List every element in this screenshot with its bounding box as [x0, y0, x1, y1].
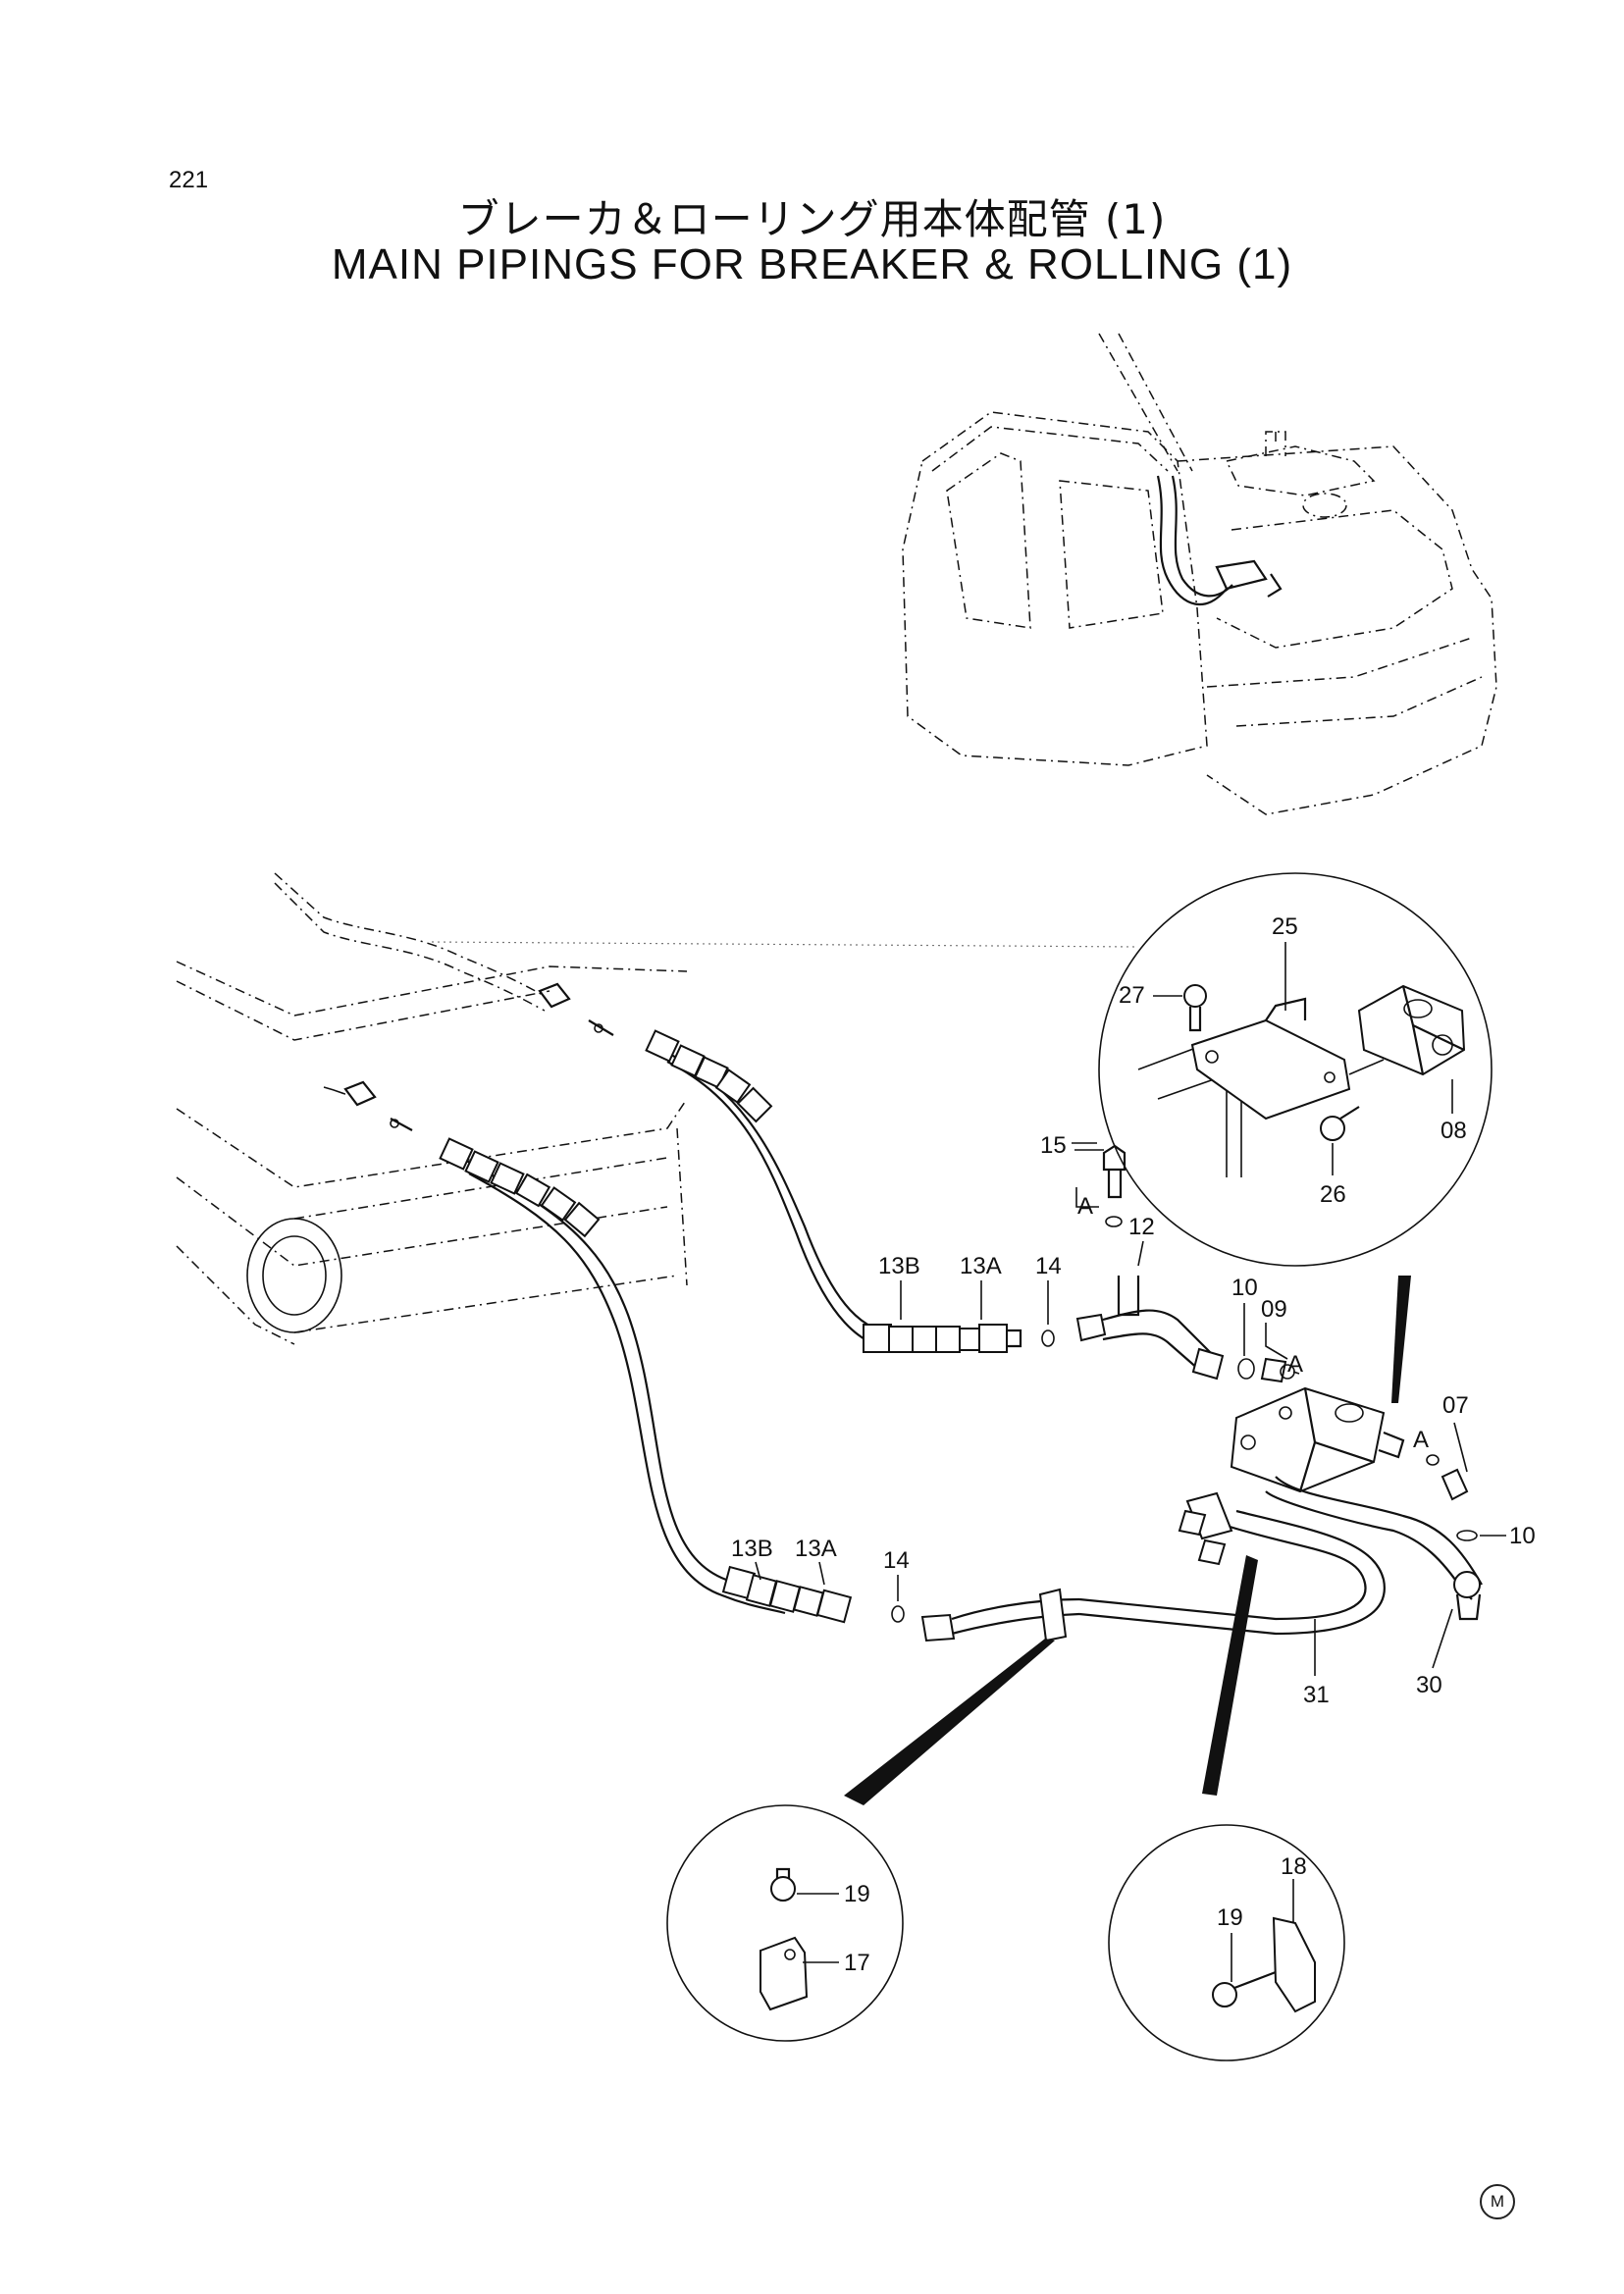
label-a-upper: A	[1077, 1193, 1093, 1220]
label-26: 26	[1320, 1181, 1346, 1208]
detail-circle-clamp-17	[666, 1804, 904, 2042]
corner-mark-icon: M	[1480, 2184, 1515, 2219]
label-18: 18	[1281, 1853, 1307, 1880]
label-a-middle: A	[1287, 1351, 1303, 1378]
upper-hose	[588, 1019, 1055, 1353]
page-title-japanese: ブレーカ＆ローリング用本体配管 (1)	[457, 195, 1167, 243]
detail-circle-bracket	[1098, 872, 1493, 1267]
pipe-12-assembly	[1074, 1144, 1300, 1383]
label-12: 12	[1128, 1214, 1155, 1240]
label-13b-upper: 13B	[878, 1253, 920, 1279]
label-13a-upper: 13A	[960, 1253, 1002, 1279]
label-15: 15	[1040, 1132, 1067, 1159]
label-19-left: 19	[844, 1881, 870, 1907]
label-14-upper: 14	[1035, 1253, 1062, 1279]
label-27: 27	[1119, 982, 1145, 1009]
label-08: 08	[1441, 1118, 1467, 1144]
leader-lines	[755, 942, 1506, 1982]
page-title-english: MAIN PIPINGS FOR BREAKER & ROLLING (1)	[331, 240, 1293, 288]
page-number: 221	[169, 167, 209, 193]
label-07: 07	[1442, 1392, 1469, 1419]
label-30: 30	[1416, 1672, 1442, 1698]
label-10-upper: 10	[1231, 1275, 1258, 1301]
label-14-lower: 14	[883, 1547, 910, 1574]
label-25: 25	[1272, 913, 1298, 940]
label-17: 17	[844, 1950, 870, 1976]
label-31: 31	[1303, 1682, 1330, 1708]
label-10-right: 10	[1509, 1523, 1536, 1549]
label-09: 09	[1261, 1296, 1287, 1323]
detail-circle-clamp-18	[1108, 1824, 1345, 2061]
boom-outline	[176, 872, 688, 1345]
label-13a-lower: 13A	[795, 1536, 837, 1562]
lower-hose	[390, 1118, 905, 1624]
label-13b-lower: 13B	[731, 1536, 773, 1562]
label-19-right: 19	[1217, 1904, 1243, 1931]
excavator-overview	[902, 333, 1497, 815]
label-a-right: A	[1413, 1427, 1429, 1453]
valve-block-assembly	[920, 1386, 1483, 1642]
